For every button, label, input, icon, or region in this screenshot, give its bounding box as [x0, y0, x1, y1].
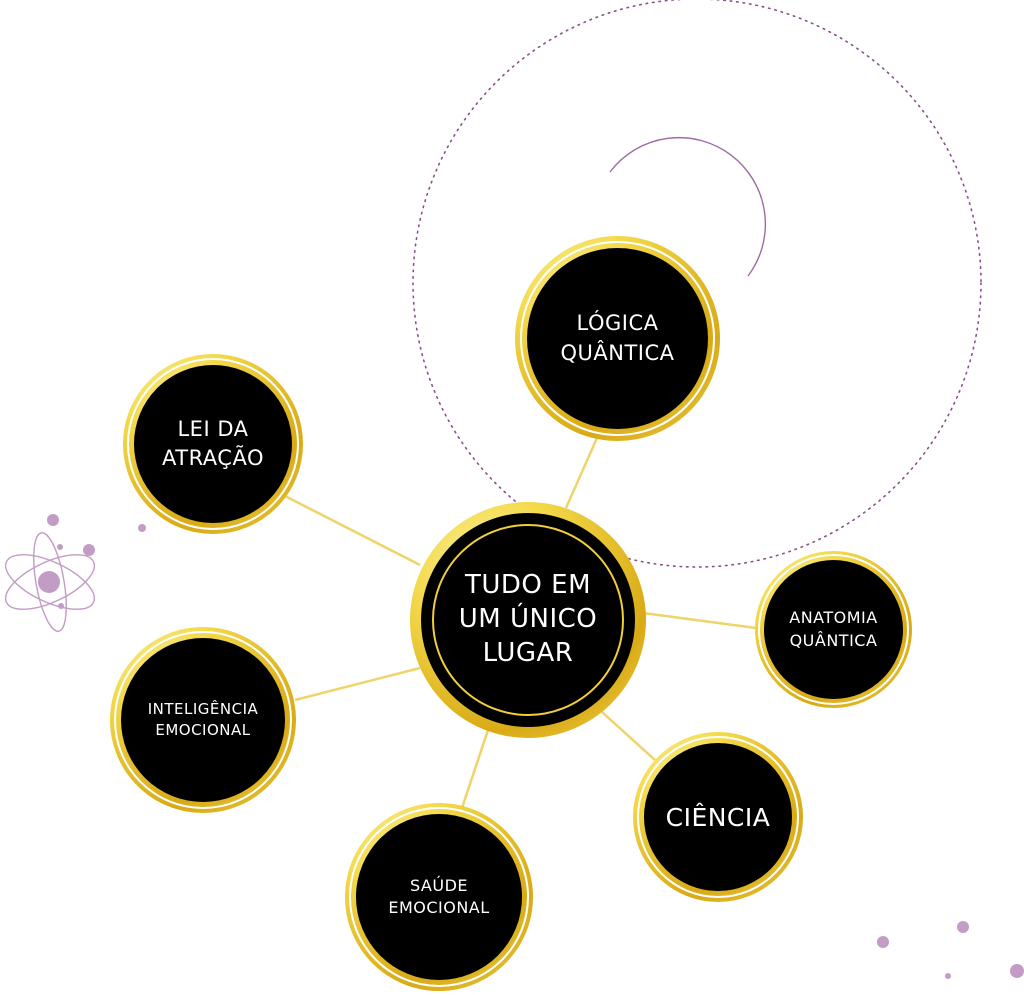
connector-saude	[460, 729, 490, 809]
node-label: CIÊNCIA	[665, 802, 771, 832]
connectors	[282, 437, 757, 809]
node-label: LÓGICA QUÂNTICA	[560, 311, 675, 365]
node-label: INTELIGÊNCIA EMOCIONAL	[147, 700, 259, 739]
node-label: SAÚDE EMOCIONAL	[388, 875, 490, 917]
center-label: TUDO EM UM ÚNICO LUGAR	[458, 570, 598, 668]
node-label: ANATOMIA QUÂNTICA	[789, 608, 878, 650]
connector-ciencia	[601, 711, 656, 761]
connector-inteligencia	[294, 666, 421, 702]
connector-logica	[564, 437, 599, 509]
dotted-orbit	[412, 0, 982, 568]
atom-icon	[4, 531, 96, 633]
connector-anatomia	[642, 611, 757, 630]
node-label: LEI DA ATRAÇÃO	[162, 416, 264, 470]
decorative-dots	[47, 514, 1024, 979]
orbit-arc	[609, 136, 767, 277]
connector-lei	[282, 493, 421, 567]
